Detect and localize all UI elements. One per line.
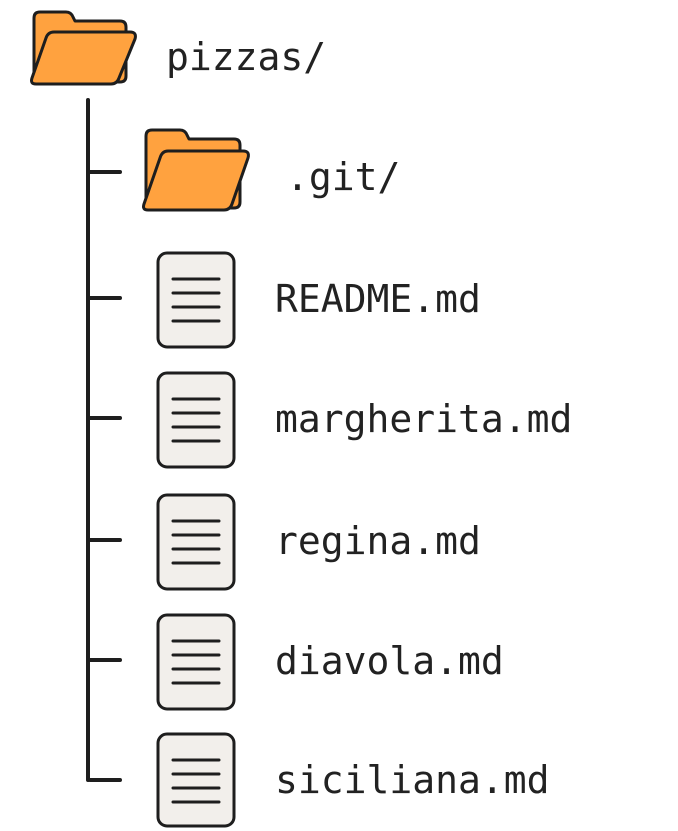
tree-item-siciliana[interactable]: siciliana.md	[155, 731, 635, 831]
tree-item-label: README.md	[275, 277, 481, 321]
folder-icon	[30, 10, 137, 86]
tree-item-regina[interactable]: regina.md	[155, 492, 555, 592]
tree-item-label: siciliana.md	[275, 758, 550, 802]
tree-root-pizzas[interactable]: pizzas/	[28, 10, 388, 95]
tree-item-label: regina.md	[275, 519, 481, 563]
tree-item-git[interactable]: .git/	[140, 126, 440, 216]
tree-item-margherita[interactable]: margherita.md	[155, 370, 675, 470]
tree-root-label: pizzas/	[166, 35, 327, 79]
tree-item-readme[interactable]: README.md	[155, 250, 555, 350]
file-icon	[156, 251, 236, 349]
file-icon	[156, 371, 236, 469]
tree-item-label: diavola.md	[275, 639, 504, 683]
folder-icon	[142, 128, 250, 212]
file-icon	[156, 732, 236, 828]
tree-item-diavola[interactable]: diavola.md	[155, 612, 555, 712]
file-icon	[156, 493, 236, 591]
tree-item-label: .git/	[286, 155, 401, 199]
file-icon	[156, 613, 236, 711]
tree-item-label: margherita.md	[275, 397, 573, 441]
